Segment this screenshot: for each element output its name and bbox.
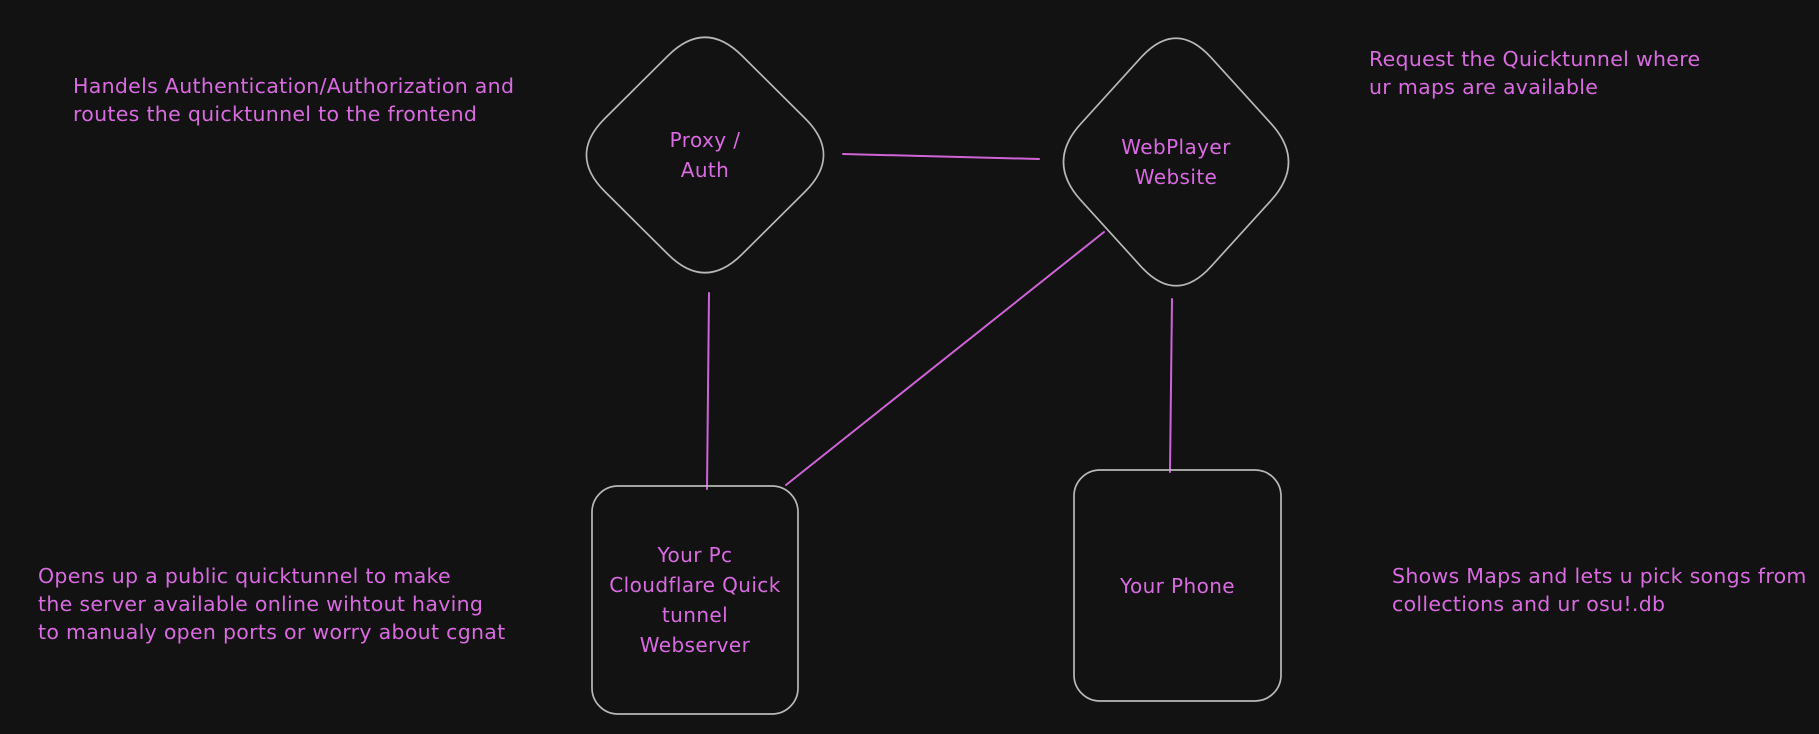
edge-webplayer-to-your-pc[interactable] bbox=[785, 231, 1105, 486]
edge-proxy-to-webplayer[interactable] bbox=[842, 153, 1040, 160]
annotation-webplayer-note: Request the Quicktunnel where ur maps ar… bbox=[1369, 47, 1701, 99]
edge-proxy-to-your-pc[interactable] bbox=[706, 292, 710, 490]
node-your-phone[interactable] bbox=[1073, 469, 1282, 702]
node-proxy-auth[interactable] bbox=[585, 36, 825, 274]
annotation-your-pc-note: Opens up a public quicktunnel to make th… bbox=[38, 564, 506, 644]
node-your-pc[interactable] bbox=[591, 485, 799, 715]
annotation-your-phone-note: Shows Maps and lets u pick songs from co… bbox=[1392, 564, 1807, 616]
edge-webplayer-to-your-phone[interactable] bbox=[1169, 298, 1173, 473]
annotation-proxy-auth-note: Handels Authentication/Authorization and… bbox=[73, 74, 515, 126]
node-webplayer-website[interactable] bbox=[1062, 37, 1290, 287]
